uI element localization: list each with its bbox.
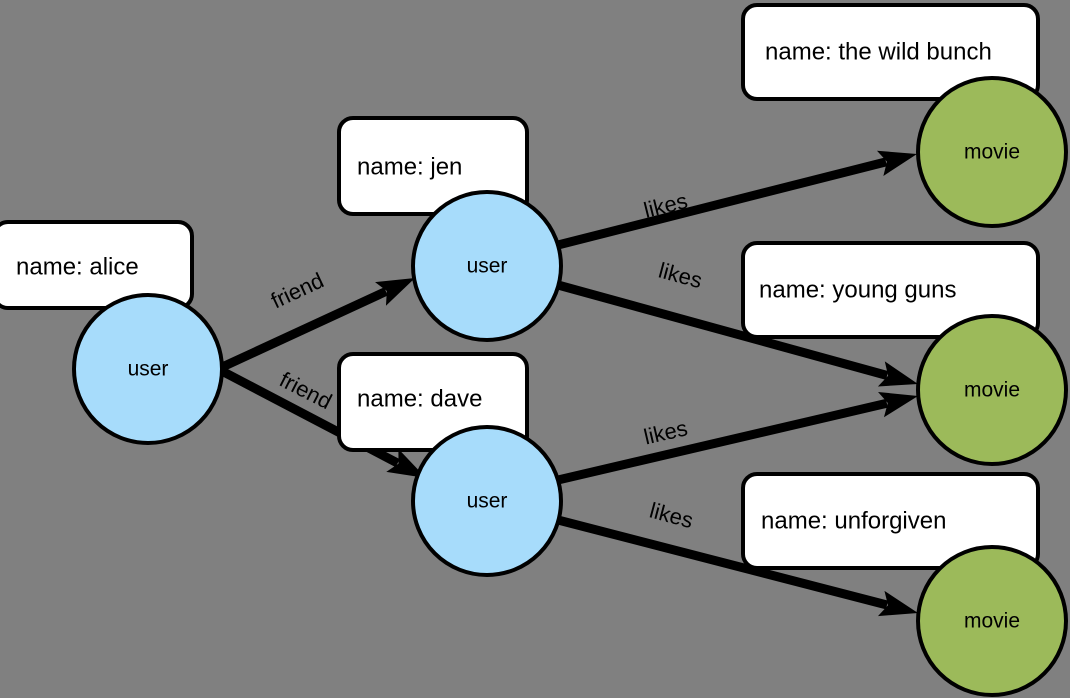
node-circle-movie[interactable] [916, 545, 1068, 697]
edge-jen-likes-wildbunch [556, 150, 917, 250]
node-circle-user[interactable] [411, 190, 563, 342]
edge-arrowhead [386, 448, 426, 478]
node-circle-movie[interactable] [916, 314, 1068, 466]
edge-arrowhead [877, 361, 918, 387]
property-box-rect [0, 220, 194, 310]
node-type-label: movie [964, 141, 1020, 164]
property-box-label: name: young guns [759, 276, 956, 303]
node-type-label: user [467, 255, 508, 278]
edge-dave-likes-unforgiven [556, 515, 918, 617]
property-box-label: name: unforgiven [761, 507, 946, 534]
edge-label-alice-friend-jen: friend [267, 268, 327, 314]
property-box-label: name: the wild bunch [765, 38, 992, 65]
node-dave[interactable]: user [411, 425, 563, 577]
edge-dave-likes-youngguns [556, 391, 918, 485]
node-type-label: user [467, 490, 508, 513]
edges-layer [215, 150, 918, 617]
node-circle-movie[interactable] [916, 76, 1068, 228]
node-type-label: movie [964, 379, 1020, 402]
edge-arrowhead [877, 590, 918, 617]
node-alice[interactable]: user [72, 293, 224, 445]
edge-label-dave-likes-unforgiven: likes [647, 498, 696, 534]
edge-arrowhead [878, 391, 918, 418]
property-box-label: name: alice [16, 253, 139, 280]
edge-arrowhead [375, 278, 415, 306]
property-box-label: name: dave [357, 385, 482, 412]
property-box-young_guns: name: young guns [741, 241, 1040, 339]
node-circle-user[interactable] [72, 293, 224, 445]
edge-line [556, 398, 888, 485]
edge-line [216, 287, 388, 374]
edge-label-jen-likes-youngguns: likes [656, 258, 705, 294]
property-boxes-layer: name: alice name: jen name: dave name: the … [0, 3, 1040, 570]
edge-label-dave-likes-youngguns: likes [641, 415, 690, 449]
node-jen[interactable]: user [411, 190, 563, 342]
node-unforgiven[interactable]: movie [916, 545, 1068, 697]
node-the_wild_bunch[interactable]: movie [916, 76, 1068, 228]
node-young_guns[interactable]: movie [916, 314, 1068, 466]
edge-line [556, 280, 889, 380]
nodes-layer: user user user movie movie movie [72, 76, 1068, 697]
node-type-label: user [128, 358, 169, 381]
edge-arrowhead [876, 150, 917, 176]
edge-line [556, 157, 888, 250]
edge-line [556, 515, 889, 610]
property-box-rect [741, 241, 1040, 339]
edge-jen-likes-youngguns [556, 280, 918, 387]
property-box-the_wild_bunch: name: the wild bunch [741, 3, 1040, 101]
property-box-rect [741, 472, 1040, 570]
node-circle-user[interactable] [411, 425, 563, 577]
edge-alice-friend-jen [216, 278, 415, 374]
property-box-label: name: jen [357, 153, 462, 180]
node-type-label: movie [964, 610, 1020, 633]
property-box-unforgiven: name: unforgiven [741, 472, 1040, 570]
property-box-alice: name: alice [0, 220, 194, 310]
property-box-rect [741, 3, 1040, 101]
